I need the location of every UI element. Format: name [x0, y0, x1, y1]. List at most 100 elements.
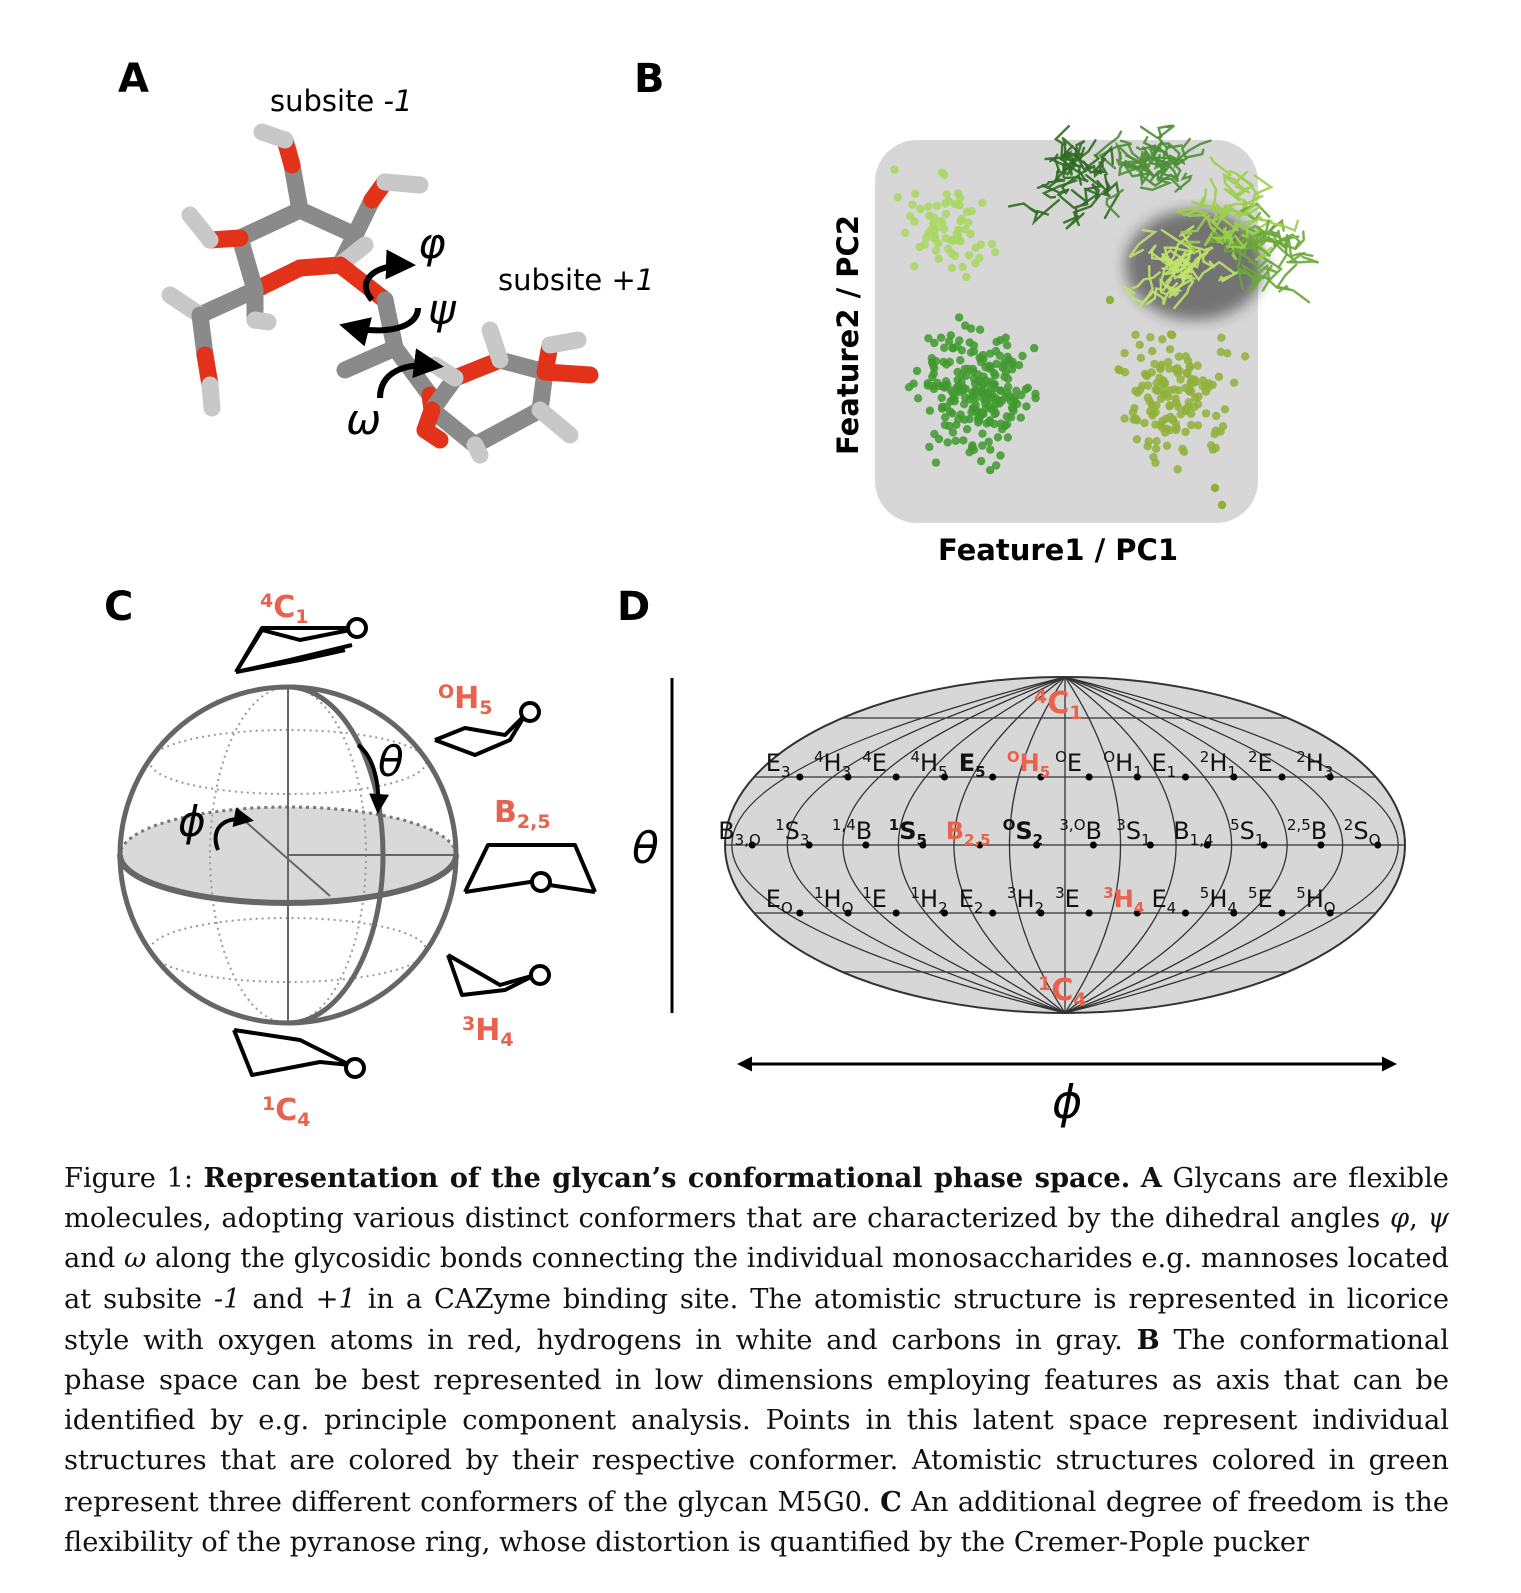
scatter-point — [1152, 379, 1161, 388]
scatter-point — [1187, 420, 1196, 430]
scatter-point — [925, 211, 934, 220]
conformer-label: B1,4 — [1173, 817, 1213, 849]
conformer-point — [805, 841, 813, 849]
glycan-bond — [1235, 264, 1269, 290]
glycan-bond — [1139, 170, 1173, 192]
psi-arrow — [339, 307, 421, 347]
glycan-bond — [1131, 271, 1161, 290]
glycan-bond — [1251, 174, 1274, 205]
conformer-point — [1230, 909, 1238, 917]
scatter-point — [1002, 341, 1012, 350]
scatter-point — [943, 438, 952, 447]
glycan-bond — [1057, 188, 1076, 209]
conformer-label: 1H2 — [911, 884, 948, 917]
scatter-point — [996, 386, 1005, 395]
d-label-1c4: 1C4 — [1038, 973, 1087, 1011]
scatter-point — [924, 202, 933, 211]
conformer-point — [1278, 909, 1286, 917]
scatter-point — [976, 456, 986, 466]
conformer-label: 5H4 — [1200, 884, 1237, 917]
glycan-bond — [1248, 265, 1273, 293]
glycan-bond — [1139, 124, 1173, 140]
scatter-point — [942, 190, 951, 199]
scatter-point — [974, 377, 984, 387]
glycan-bond — [1264, 276, 1291, 293]
panel-b: B Feature1 / PC1 Feature2 / PC2 — [634, 56, 1320, 567]
glycan-structures — [1007, 124, 1320, 310]
scatter-point — [923, 381, 933, 390]
conformer-point — [892, 909, 900, 917]
conformer-point — [1182, 909, 1189, 917]
scatter-point — [987, 389, 996, 398]
conformer-label: E1 — [1152, 749, 1177, 781]
scatter-point — [1181, 383, 1190, 393]
glycan-bond — [1063, 169, 1089, 183]
d-label-4c1: 4C1 — [1034, 686, 1083, 724]
scatter-point — [1181, 352, 1191, 361]
scatter-point — [956, 217, 965, 226]
scatter-point — [991, 371, 1000, 380]
scatter-point — [1173, 364, 1182, 373]
scatter-point — [1178, 444, 1187, 453]
conformer-point — [1230, 773, 1238, 781]
glycan-bond — [1241, 215, 1264, 240]
scatter-point — [1160, 380, 1169, 389]
conformer-point — [1260, 841, 1268, 849]
scatter-point — [1006, 413, 1016, 422]
glycan-bond — [1150, 246, 1179, 262]
scatter-point — [956, 356, 965, 365]
glycan-bond — [1223, 173, 1255, 202]
scatter-point — [936, 216, 945, 226]
glycan-bond — [1165, 254, 1202, 284]
panel-a: A subsite -1 subsite +1 — [118, 56, 654, 464]
scatter-point — [993, 433, 1003, 442]
scatter-point — [960, 400, 969, 409]
phi-symbol: φ — [418, 219, 446, 268]
conformer-point — [1317, 841, 1325, 849]
glycan-bond — [1267, 229, 1284, 254]
glycan-bond — [1041, 179, 1078, 199]
conformer-point — [976, 841, 984, 849]
scatter-point — [954, 200, 963, 209]
conformer-label: 2E — [1248, 748, 1273, 777]
scatter-point — [962, 425, 972, 434]
scatter-point — [946, 331, 956, 340]
scatter-point — [910, 262, 919, 271]
scatter-point — [1158, 335, 1167, 344]
glycan-bond — [1275, 263, 1311, 304]
scatter-point — [1148, 402, 1158, 411]
scatter-point — [987, 377, 996, 386]
omega-arrow — [377, 348, 444, 399]
scatter-point — [901, 228, 910, 237]
conformer-label: EO — [766, 885, 793, 917]
conformer-label: 1,4B — [832, 816, 872, 845]
scatter-point — [1003, 374, 1013, 384]
torsion-arrows — [339, 249, 444, 399]
scatter-point — [961, 393, 970, 402]
conformer-label: B2,5 — [946, 817, 991, 849]
glycan-bond — [1222, 172, 1250, 197]
conformer-point — [844, 773, 852, 781]
scatter-point — [912, 366, 922, 376]
glycan-bond — [1256, 218, 1285, 243]
c-label-3h4: 3H4 — [462, 1013, 514, 1051]
scatter-point — [1204, 383, 1213, 392]
glycan-bond — [1150, 150, 1179, 180]
glycan-bond — [1190, 260, 1236, 282]
scatter-point — [1031, 389, 1040, 398]
glycan-bond — [1138, 162, 1179, 188]
glycan-bond — [1091, 157, 1108, 175]
scatter-point — [922, 233, 931, 243]
glycan-bond — [1127, 143, 1163, 170]
scatter-point — [893, 193, 902, 202]
glycan-bond — [1078, 146, 1101, 172]
conformer-label: E3 — [766, 749, 791, 781]
conformer-point — [862, 841, 870, 849]
scatter-point — [924, 334, 933, 343]
conformer-label: E2 — [959, 885, 984, 917]
scatter-point — [1021, 385, 1030, 394]
glycan-bond — [1182, 240, 1201, 255]
scatter-point — [1004, 355, 1014, 364]
